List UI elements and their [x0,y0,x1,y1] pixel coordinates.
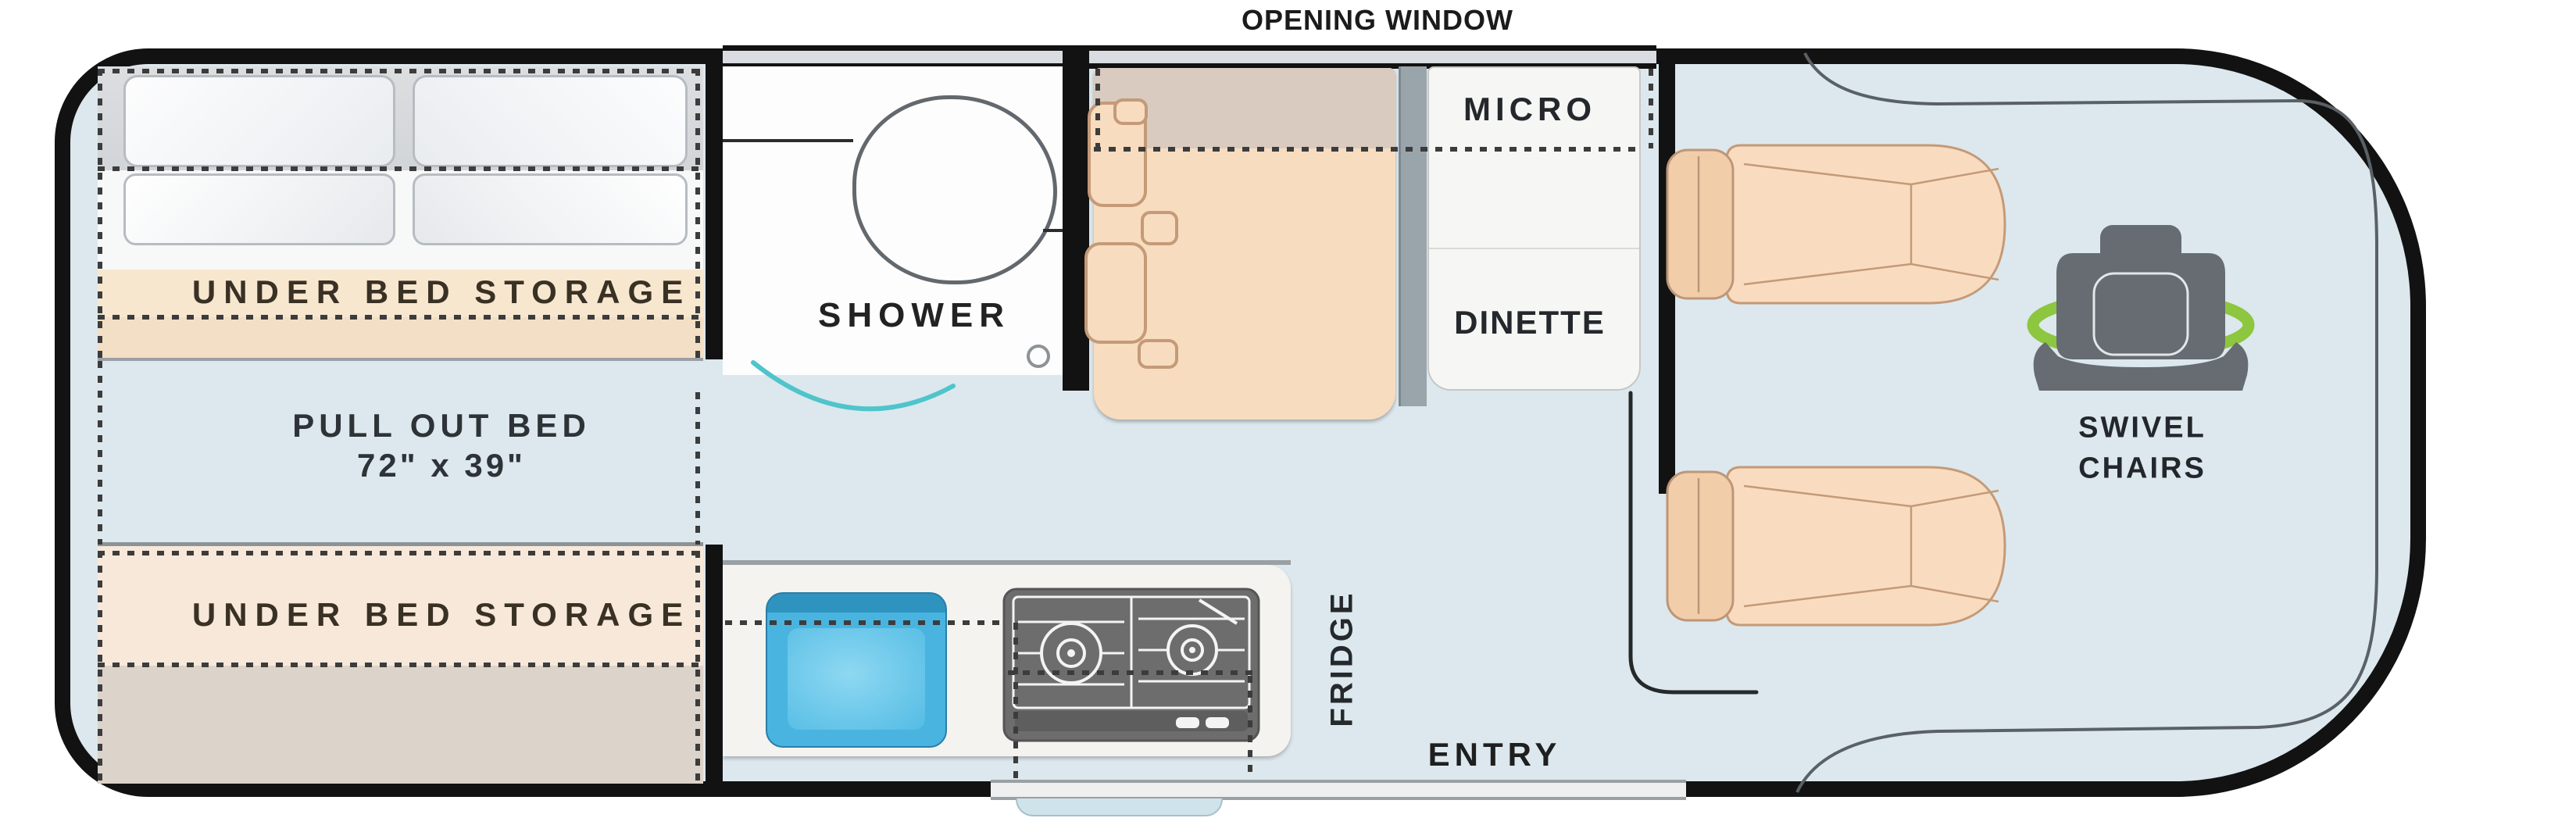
sink-icon [766,592,947,748]
sink-basin [788,628,925,730]
micro-dinette-cabinet [1427,66,1641,391]
captain-chair-icon [1666,466,2006,627]
drain-icon [1027,345,1050,368]
partition-wall [1399,66,1427,406]
table-pedestal [1141,211,1178,245]
fridge-label: FRIDGE [1324,590,1359,727]
kitchen-counter-top-line [723,560,1291,565]
pillow [123,173,395,245]
shower-label: SHOWER [818,296,1010,334]
rear-bed [98,66,703,361]
pull-out-bed-size: 72" x 39" [357,447,526,484]
shower-shelf-line [723,139,853,142]
bed-dashed-line [695,69,700,359]
opening-window-band [723,45,1656,69]
pullout-dashed-line [98,361,102,545]
pillow [413,75,688,167]
bed-dashed-line [98,551,102,781]
counter-dashed-line [1094,147,1639,152]
wall [706,48,723,359]
shower-wall-stub [1043,229,1063,232]
bed-dashed-line [98,551,703,555]
wall-dashed-line [1649,69,1653,148]
entry-door-opening [991,780,1686,800]
bed-dashed-line [98,166,703,171]
wall [706,545,723,784]
cabinet-divider-line [1429,248,1639,249]
wall [1063,48,1089,391]
dinette-label: DINETTE [1454,304,1606,341]
pullout-dashed-line [695,392,700,545]
bed-edge-line [98,358,703,361]
counter-dashed-line [1248,676,1252,781]
bed-dashed-line [98,663,703,667]
bed-dashed-line [98,69,102,359]
counter-dashed-line [1008,670,1256,675]
counter-dashed-line [725,620,1002,625]
captain-chair-icon [1666,144,2006,305]
bed-dashed-line [98,315,703,320]
entry-label: ENTRY [1427,736,1562,773]
bed-tan-lower [98,317,703,361]
pull-out-bed-label: PULL OUT BED [292,407,591,444]
cooktop-icon [1002,588,1260,742]
opening-window-label: OPENING WINDOW [1242,4,1513,36]
micro-label: MICRO [1463,91,1596,127]
swivel-chairs-label-line2: CHAIRS [2078,452,2206,485]
shower-basin-icon [852,95,1057,284]
bed-dashed-line [695,551,700,781]
entry-step [1016,798,1223,816]
front-bed-lower [98,666,703,784]
bench-dashed-line [1095,69,1100,147]
rear-bed-storage-label: UNDER BED STORAGE [191,273,691,310]
table-pedestal [1138,339,1178,369]
counter-dashed-line [1013,623,1018,781]
pillow [413,173,688,245]
bed-dashed-line [98,69,703,73]
front-bed-top-line [98,542,703,546]
front-bed-storage-label: UNDER BED STORAGE [191,596,691,633]
bench-seat [1084,242,1147,344]
table-pedestal [1113,98,1148,125]
swivel-chairs-icon [2027,225,2255,391]
swivel-chairs-label-line1: SWIVEL [2078,411,2206,445]
pillow [123,75,395,167]
